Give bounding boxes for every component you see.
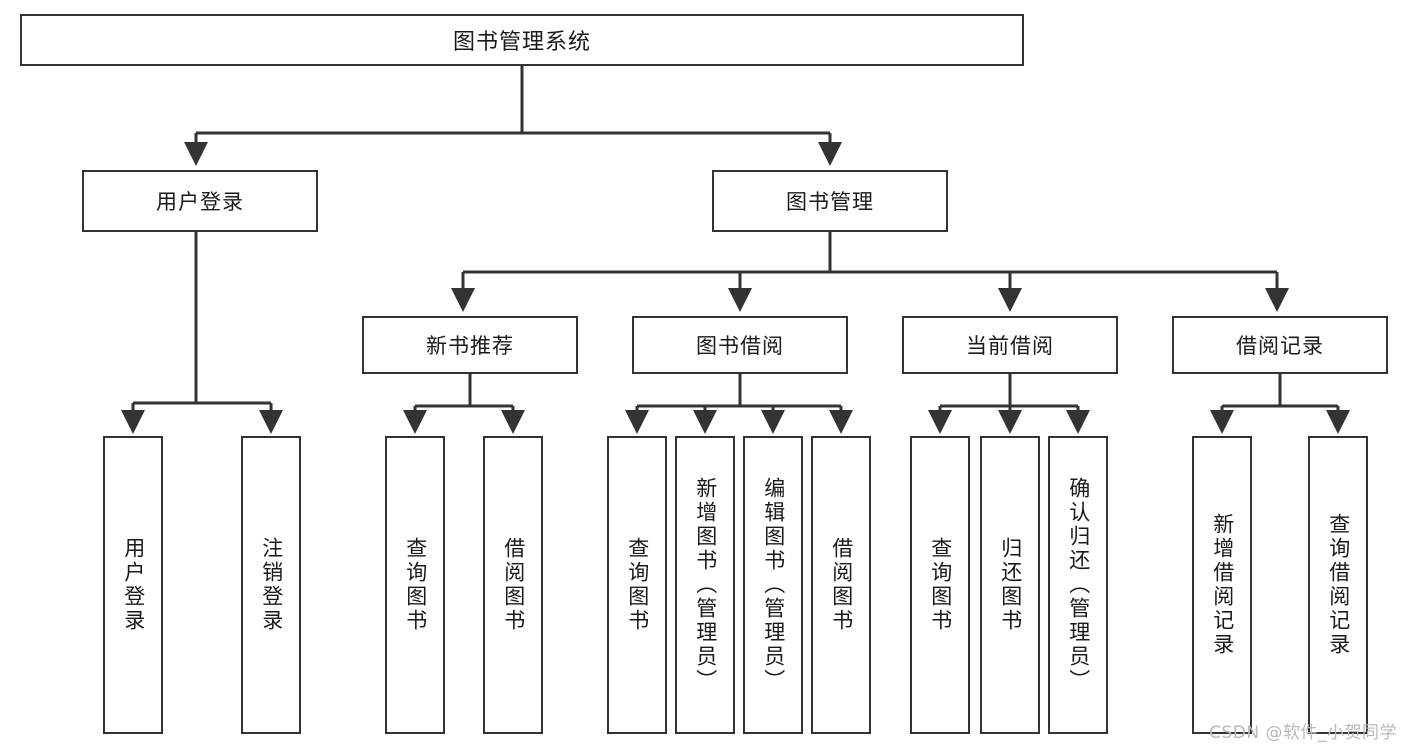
node-label: 用户登录 — [121, 537, 146, 633]
node-current-borrow[interactable]: 当前借阅 — [902, 316, 1118, 374]
leaf-borrow-query-book[interactable]: 查询图书 — [607, 436, 667, 734]
node-label: 图书管理系统 — [452, 30, 591, 55]
leaf-user-login-logout[interactable]: 注销登录 — [241, 436, 301, 734]
node-label: 借阅图书 — [501, 537, 526, 633]
watermark-text: CSDN @软件_小贺同学 — [1209, 723, 1397, 743]
node-label: 查询图书 — [625, 537, 650, 633]
node-label: 新增借阅记录 — [1210, 513, 1235, 657]
leaf-borrow-borrow-book[interactable]: 借阅图书 — [811, 436, 871, 734]
leaf-borrow-edit-book[interactable]: 编辑图书（管理员） — [743, 436, 803, 734]
node-user-login[interactable]: 用户登录 — [82, 170, 318, 232]
node-label: 新书推荐 — [426, 334, 514, 358]
node-label: 新增图书（管理员） — [693, 477, 718, 693]
leaf-current-confirm-return[interactable]: 确认归还（管理员） — [1048, 436, 1108, 734]
leaf-recommend-borrow-book[interactable]: 借阅图书 — [483, 436, 543, 734]
node-label: 用户登录 — [156, 190, 244, 214]
leaf-record-add-record[interactable]: 新增借阅记录 — [1192, 436, 1252, 734]
node-label: 查询借阅记录 — [1326, 513, 1351, 657]
node-label: 注销登录 — [259, 537, 284, 633]
leaf-recommend-query-book[interactable]: 查询图书 — [385, 436, 445, 734]
node-label: 编辑图书（管理员） — [761, 477, 786, 693]
node-label: 图书管理 — [786, 190, 874, 214]
node-new-book-recommend[interactable]: 新书推荐 — [362, 316, 578, 374]
leaf-current-query-book[interactable]: 查询图书 — [910, 436, 970, 734]
node-label: 图书借阅 — [696, 334, 784, 358]
node-label: 借阅图书 — [829, 537, 854, 633]
node-borrow-record[interactable]: 借阅记录 — [1172, 316, 1388, 374]
node-label: 当前借阅 — [966, 334, 1054, 358]
node-label: 查询图书 — [403, 537, 428, 633]
leaf-record-query-record[interactable]: 查询借阅记录 — [1308, 436, 1368, 734]
node-root-system[interactable]: 图书管理系统 — [20, 14, 1024, 66]
node-book-management[interactable]: 图书管理 — [712, 170, 948, 232]
leaf-borrow-add-book[interactable]: 新增图书（管理员） — [675, 436, 735, 734]
node-label: 归还图书 — [998, 537, 1023, 633]
leaf-user-login-login[interactable]: 用户登录 — [103, 436, 163, 734]
node-book-borrow[interactable]: 图书借阅 — [632, 316, 848, 374]
node-label: 借阅记录 — [1236, 334, 1324, 358]
node-label: 确认归还（管理员） — [1066, 477, 1091, 693]
leaf-current-return-book[interactable]: 归还图书 — [980, 436, 1040, 734]
node-label: 查询图书 — [928, 537, 953, 633]
